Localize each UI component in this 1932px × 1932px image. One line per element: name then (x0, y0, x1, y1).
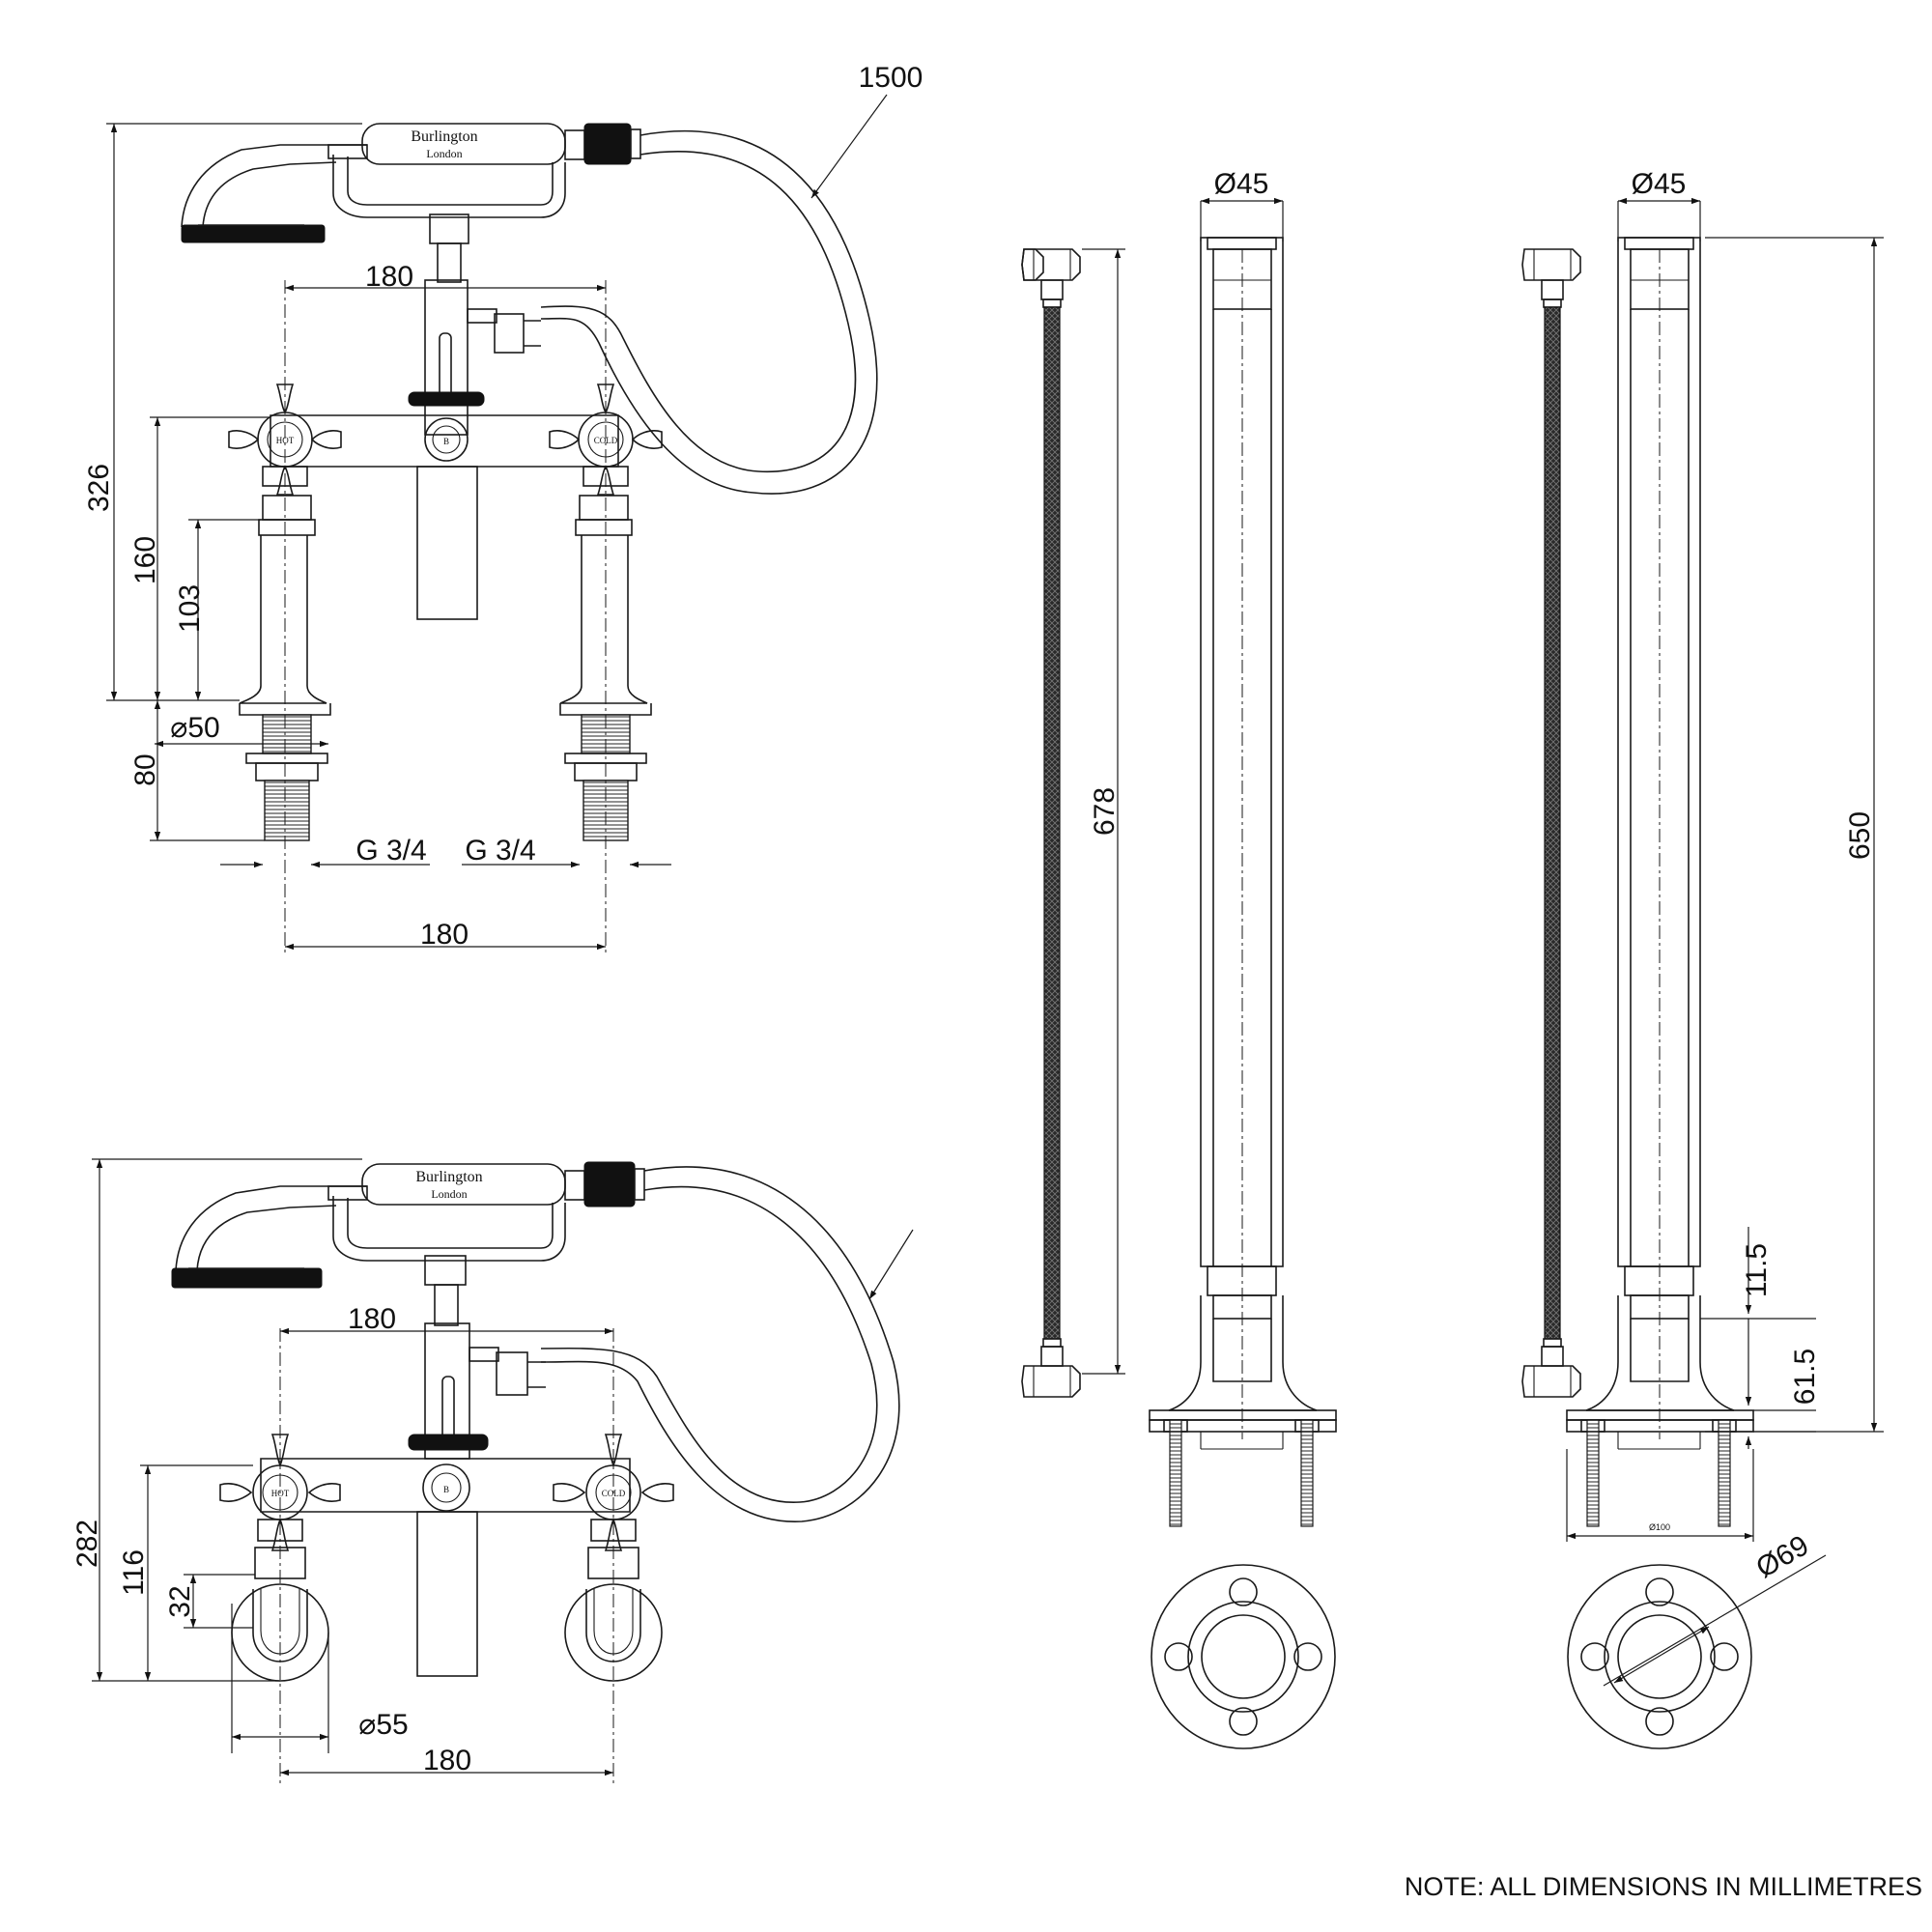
handset-brand-name: Burlington (411, 128, 477, 145)
dim-11-5: 11.5 (1741, 1243, 1773, 1297)
standpipe-2-diameter: Ø45 (1632, 168, 1687, 200)
handset-brand-name-2: Burlington (415, 1169, 482, 1185)
bottom-view-dimensions (92, 1158, 914, 1787)
mixer-monogram-2: B (443, 1485, 449, 1494)
flange-diameter-dim-2: ⌀55 (358, 1709, 408, 1741)
hose-braid (1043, 306, 1061, 1340)
base-width-dim: Ø100 (1649, 1522, 1670, 1532)
flexi-hose-view: 678 (1021, 248, 1125, 1398)
bottom-centres-dim: 180 (420, 919, 469, 951)
shower-hose-2 (540, 1166, 900, 1522)
hot-label: HOT (276, 436, 295, 445)
hose-length-678: 678 (1089, 787, 1121, 836)
total-height-dim: 326 (83, 464, 115, 512)
handset-brand-city: London (426, 147, 462, 160)
handset-brand-city-2: London (431, 1187, 467, 1201)
bottom-centres-dim-2: 180 (423, 1745, 471, 1776)
deck-mixer-view: Burlington London B (83, 62, 923, 956)
valve-height-dim-2: 116 (118, 1549, 150, 1596)
top-view-dimensions (106, 94, 888, 956)
valve-height-dim: 160 (129, 536, 161, 584)
mixer-body-2: B (260, 1255, 631, 1677)
dim-61-5: 61.5 (1789, 1349, 1821, 1405)
wall-mixer-view: Burlington London B (71, 1158, 914, 1787)
flexi-hose-view-2 (1521, 248, 1581, 1398)
top-centres-dim: 180 (365, 261, 413, 293)
shank-length-dim: 80 (129, 753, 161, 785)
standpipe-height-650: 650 (1844, 811, 1876, 860)
top-centres-dim-2: 180 (348, 1303, 396, 1335)
shower-handset: Burlington London (181, 123, 641, 243)
shank-diameter-dim: ⌀50 (170, 712, 219, 744)
elbow-height-dim: 32 (164, 1585, 196, 1617)
hose-braid-2 (1544, 306, 1561, 1340)
standpipe-view-1: Ø45 (1149, 168, 1337, 1749)
leg-height-dim: 103 (174, 584, 206, 633)
cold-label: COLD (594, 436, 618, 445)
dimensions-note: NOTE: ALL DIMENSIONS IN MILLIMETRES (1405, 1872, 1922, 1901)
thread-right-dim: G 3/4 (465, 835, 535, 867)
flange-diameter-69: Ø69 (1750, 1529, 1814, 1584)
shower-hose (540, 129, 878, 495)
mixer-body: B (270, 213, 619, 620)
total-height-dim-2: 282 (71, 1520, 103, 1568)
mixer-monogram: B (443, 437, 449, 446)
thread-left-dim: G 3/4 (355, 835, 426, 867)
standpipe-1-diameter: Ø45 (1214, 168, 1269, 200)
hose-length-dim: 1500 (859, 62, 923, 94)
shower-handset-2: Burlington London (171, 1161, 645, 1289)
standpipe-view-2: Ø45 650 11.5 61.5 Ø (1566, 168, 1884, 1749)
